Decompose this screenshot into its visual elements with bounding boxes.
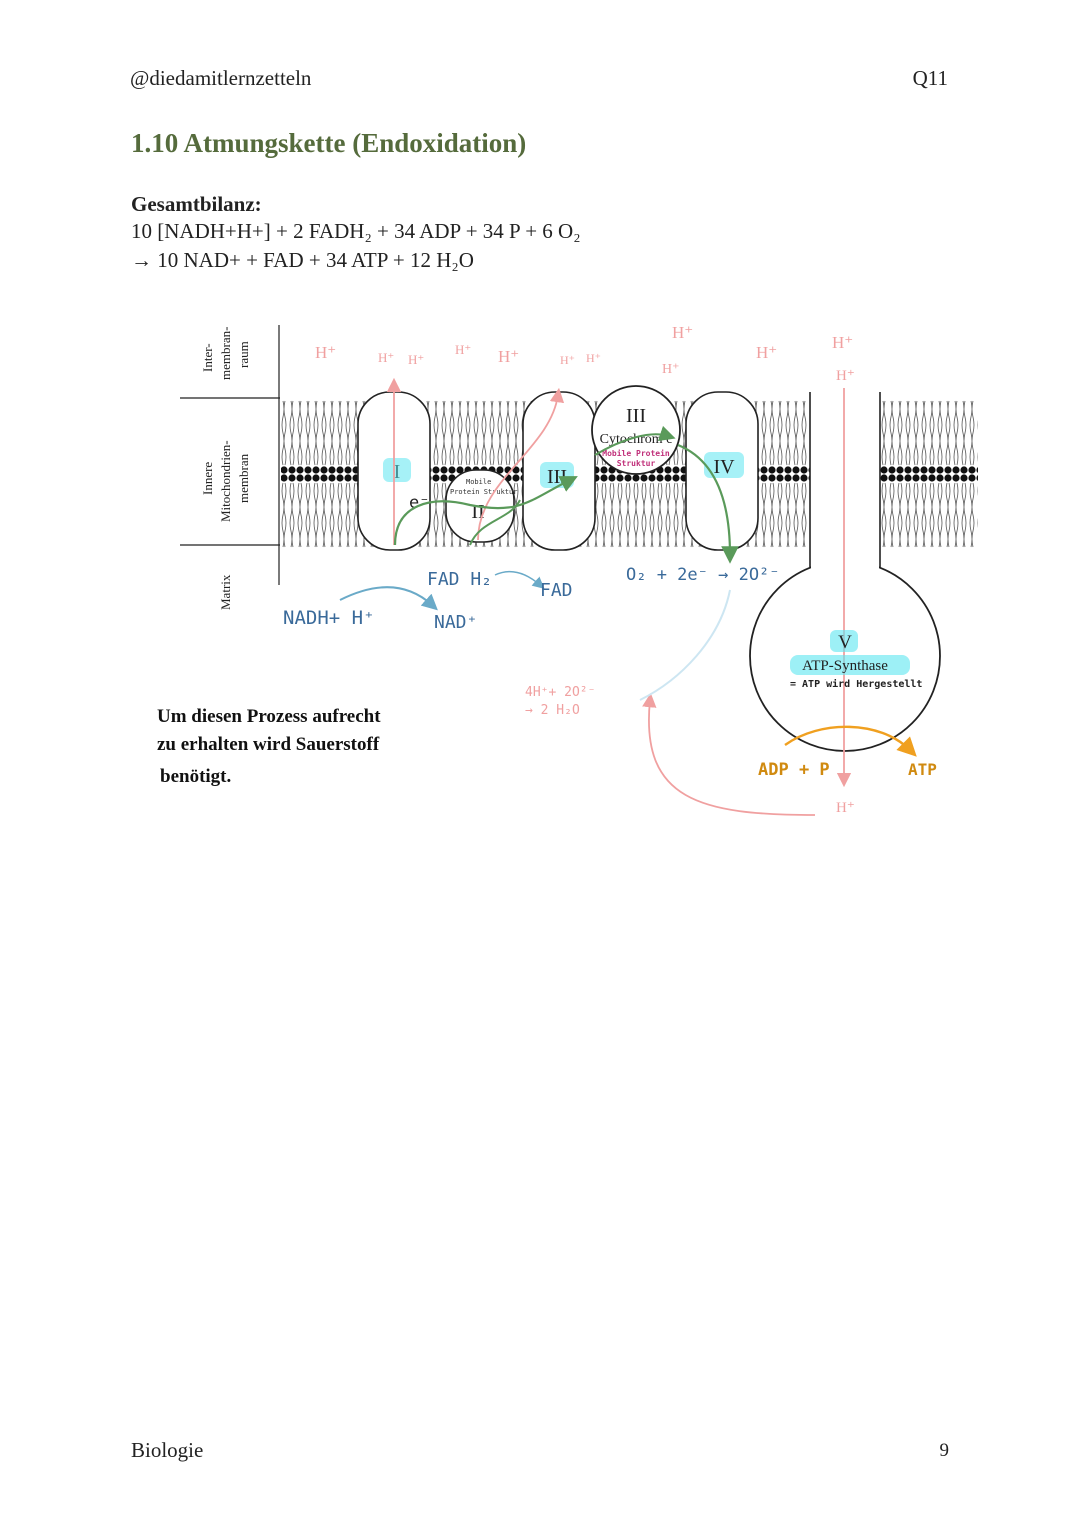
water-reaction-1: 4H⁺+ 2O²⁻ [525,685,595,700]
svg-text:H⁺: H⁺ [832,333,853,352]
svg-text:H⁺: H⁺ [662,362,680,377]
author-handle: @diedamitlernzetteln [130,66,312,90]
atp-synthase-note: = ATP wird Hergestellt [790,678,922,690]
svg-text:H⁺: H⁺ [315,343,336,362]
svg-text:Mitochondrien-: Mitochondrien- [218,440,233,522]
nadh-label: NADH+ H⁺ [283,607,375,629]
region-label-inner-membrane: Innere Mitochondrien- membran [200,440,251,522]
svg-text:H⁺: H⁺ [836,368,855,384]
balance-equation-line-1: 10 [NADH+H+] + 2 FADH₂ + 34 ADP + 34 P +… [131,219,581,243]
svg-text:H⁺: H⁺ [586,351,601,365]
cytochrome-note-2: Struktur [617,459,656,468]
svg-text:zu erhalten wird Sauerstoff: zu erhalten wird Sauerstoff [157,734,380,755]
svg-text:benötigt.: benötigt. [160,766,231,787]
subject-label: Biologie [131,1438,204,1462]
svg-text:H⁺: H⁺ [378,350,394,365]
atp-synthase-label: ATP-Synthase [802,658,888,674]
svg-text:Inter-: Inter- [200,343,215,372]
complex-iv-label: IV [713,456,735,478]
fadh2-label: FAD H₂ [427,569,492,590]
svg-text:H⁺: H⁺ [560,353,575,367]
balance-label: Gesamtbilanz: [131,192,262,216]
complex-v-label: V [838,632,852,653]
complex-iii-label: III [547,466,567,488]
svg-text:membran: membran [236,453,251,503]
nad-label: NAD⁺ [434,612,477,633]
svg-text:H⁺: H⁺ [408,352,424,367]
region-label-intermembrane: Inter- membran- raum [200,327,251,380]
water-reaction-2: → 2 H₂O [525,703,580,718]
section-title: 1.10 Atmungskette (Endoxidation) [131,128,527,158]
fad-label: FAD [540,580,573,601]
respiratory-chain-diagram: Inter- membran- raum Innere Mitochondrie… [157,323,978,816]
adp-label: ADP + P [758,760,830,780]
svg-text:H⁺: H⁺ [672,323,693,342]
page-number: 9 [939,1440,950,1461]
proton-markers: H⁺ H⁺ H⁺ H⁺ H⁺ H⁺ H⁺ H⁺ H⁺ H⁺ H⁺ H⁺ H⁺ [315,323,855,816]
svg-text:Um diesen Prozess aufrecht: Um diesen Prozess aufrecht [157,706,381,727]
svg-text:raum: raum [236,341,251,368]
svg-text:H⁺: H⁺ [756,343,777,362]
svg-text:H⁺: H⁺ [455,342,471,357]
balance-equation-line-2: → 10 NAD+ + FAD + 34 ATP + 12 H₂O [131,248,474,272]
cytochrome-roman-label: III [626,405,646,427]
atp-synthase-stalk-gap [810,392,880,562]
oxygen-note: Um diesen Prozess aufrecht zu erhalten w… [157,706,381,787]
cytochrome-note-1: Mobile Protein [602,448,670,458]
mobile-protein-note-2: Protein Struktur [450,488,517,496]
cytochrome-c-shape [591,385,681,475]
atp-label: ATP [908,760,937,779]
course-label: Q11 [912,66,948,90]
svg-text:H⁺: H⁺ [498,347,519,366]
region-label-matrix: Matrix [218,574,233,610]
oxygen-reaction-label: O₂ + 2e⁻ → 2O²⁻ [626,565,780,585]
svg-text:H⁺: H⁺ [836,800,855,816]
mobile-protein-note-1: Mobile [466,478,491,486]
svg-text:membran-: membran- [218,327,233,380]
svg-text:Innere: Innere [200,462,215,495]
